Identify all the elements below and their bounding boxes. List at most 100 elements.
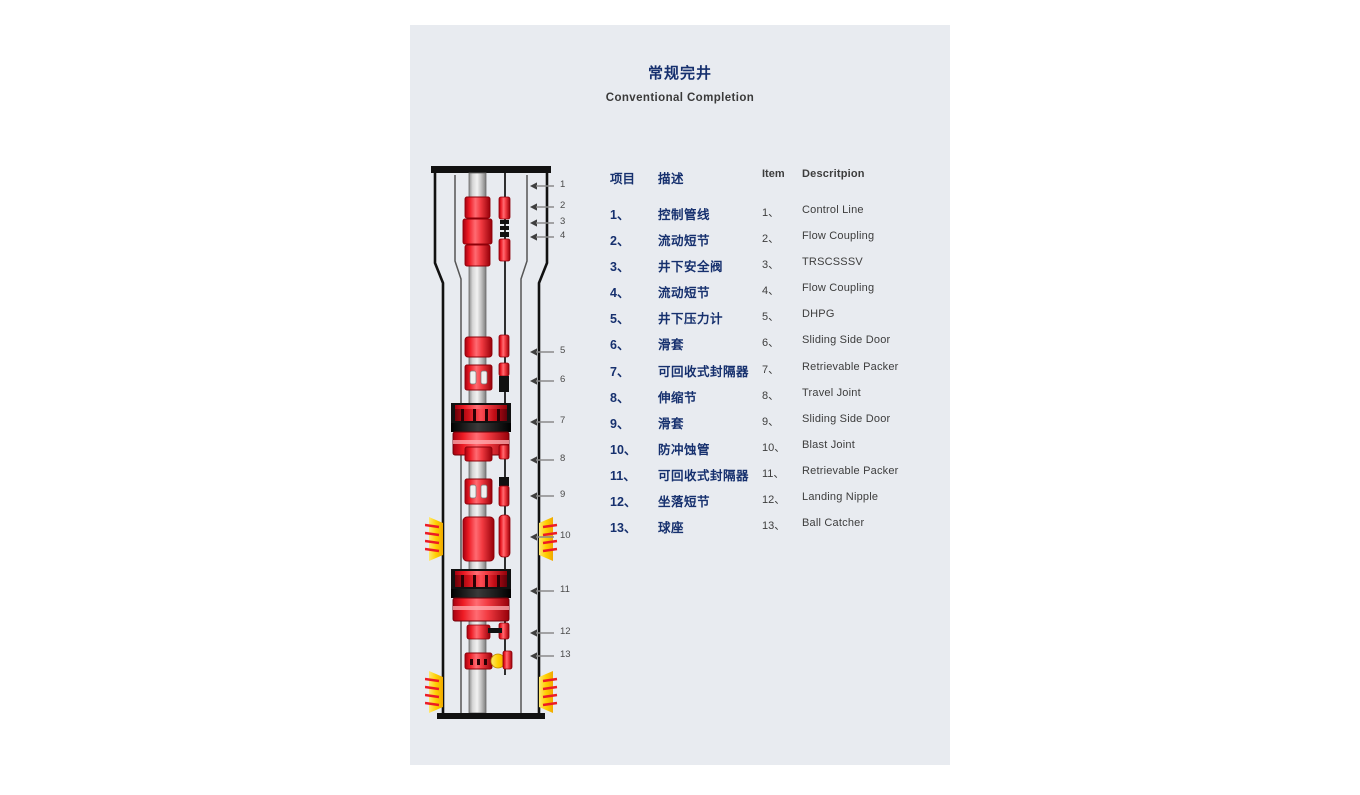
dhpg-gauge: [464, 334, 510, 358]
legend-item-label-cn: 流动短节: [658, 234, 711, 249]
callout-label: 11: [560, 584, 570, 595]
callout-label: 6: [560, 374, 566, 385]
legend-item-number-cn: 2、: [610, 234, 630, 249]
callout-label: 13: [560, 649, 571, 660]
legend-item-label-en: DHPG: [802, 308, 835, 321]
callout-arrow-icon: [530, 377, 554, 385]
legend-header-row: 项目 描述 Item Descritpion: [610, 168, 940, 204]
retrievable-packer-lower: [451, 569, 511, 622]
legend-item-number-cn: 8、: [610, 390, 630, 405]
legend-item-label-cn: 滑套: [658, 416, 685, 431]
callout-arrow-icon: [530, 587, 554, 595]
sliding-side-door-lower: [464, 477, 510, 507]
legend-item-number-cn: 12、: [610, 495, 637, 510]
callout-arrow-icon: [530, 418, 554, 426]
legend-item-label-cn: 坐落短节: [658, 495, 711, 510]
legend-item-label-cn: 可回收式封隔器: [658, 468, 750, 483]
legend-item-number-cn: 10、: [610, 442, 637, 457]
legend-item-label-cn: 井下压力计: [658, 312, 724, 327]
legend-item-number-en: 2、: [762, 233, 780, 246]
callout-arrow-icon: [530, 203, 554, 211]
legend-item-number-en: 4、: [762, 285, 780, 298]
legend-item-number-en: 7、: [762, 363, 780, 376]
perforation-zone-lower: [425, 671, 558, 713]
blast-joint: [462, 514, 511, 562]
legend-row: 5、 井下压力计 5、 DHPG: [610, 308, 940, 334]
page-title-en: Conventional Completion: [605, 92, 755, 104]
legend-item-label-cn: 伸缩节: [658, 390, 698, 405]
legend-item-label-en: Blast Joint: [802, 438, 855, 451]
legend-item-label-en: Retrievable Packer: [802, 360, 899, 373]
callout-label: 12: [560, 626, 571, 637]
legend-item-label-en: Sliding Side Door: [802, 334, 891, 347]
callout-arrow-icon: [530, 348, 554, 356]
legend-item-number-en: 11、: [762, 467, 785, 480]
callout-label: 5: [560, 345, 566, 356]
ball-catcher: [464, 650, 513, 670]
legend-item-label-en: Landing Nipple: [802, 491, 879, 504]
callout-label: 7: [560, 415, 566, 426]
callout-label: 1: [560, 179, 566, 190]
legend-row: 12、 坐落短节 12、 Landing Nipple: [610, 491, 940, 517]
callout-label: 9: [560, 489, 566, 500]
legend-header-desc-en: Descritpion: [802, 168, 865, 180]
legend-item-number-en: 3、: [762, 259, 780, 272]
callout-arrow-icon: [530, 629, 554, 637]
inner-casing: [454, 175, 528, 715]
outer-casing: [433, 173, 549, 715]
legend-item-label-en: TRSCSSSV: [802, 256, 863, 269]
flow-coupling-lower: [464, 244, 491, 267]
legend-item-number-cn: 1、: [610, 208, 630, 222]
legend-item-number-cn: 6、: [610, 338, 630, 353]
perforation-zone-upper: [425, 517, 558, 561]
legend-item-label-en: Ball Catcher: [802, 517, 865, 530]
legend-header-desc-cn: 描述: [658, 172, 685, 186]
legend-row: 3、 井下安全阀 3、 TRSCSSSV: [610, 256, 940, 282]
legend-item-label-en: Retrievable Packer: [802, 464, 899, 477]
callout-label: 8: [560, 453, 566, 464]
legend-item-label-en: Sliding Side Door: [802, 412, 891, 425]
legend-header-item-en: Item: [762, 168, 785, 180]
wellbore-diagram: [425, 155, 585, 735]
legend-item-number-cn: 13、: [610, 521, 637, 536]
legend-item-number-en: 6、: [762, 337, 780, 350]
legend-item-label-cn: 井下安全阀: [658, 260, 724, 275]
legend-item-number-en: 5、: [762, 311, 780, 324]
legend-item-number-cn: 9、: [610, 416, 630, 431]
legend-item-number-en: 1、: [762, 207, 780, 219]
callout-arrow-icon: [530, 533, 554, 541]
legend-item-label-cn: 可回收式封隔器: [658, 364, 750, 379]
trscsssv: [462, 218, 493, 245]
travel-joint: [464, 444, 510, 462]
diagram-panel: [410, 25, 950, 765]
legend-item-number-cn: 3、: [610, 260, 630, 275]
callout-label: 4: [560, 230, 566, 241]
callout-arrow-icon: [530, 456, 554, 464]
callout-label: 3: [560, 216, 566, 227]
legend-item-label-en: Flow Coupling: [802, 282, 875, 295]
sliding-side-door-upper: [464, 362, 510, 392]
callout-arrow-icon: [530, 182, 554, 190]
legend-item-number-en: 13、: [762, 520, 786, 533]
bottom-cap: [437, 713, 545, 719]
legend-item-number-cn: 4、: [610, 286, 630, 301]
legend-item-number-en: 12、: [762, 494, 786, 507]
control-line-fittings: [498, 196, 511, 262]
wellhead-cap: [431, 166, 551, 173]
legend-row: 8、 伸缩节 8、 Travel Joint: [610, 387, 940, 413]
legend-item-number-cn: 5、: [610, 312, 630, 327]
landing-nipple: [466, 622, 510, 640]
legend-header-item-cn: 项目: [610, 172, 636, 186]
flow-coupling-upper: [464, 196, 491, 219]
legend-item-number-en: 8、: [762, 389, 780, 402]
legend-item-label-en: Travel Joint: [802, 386, 861, 399]
